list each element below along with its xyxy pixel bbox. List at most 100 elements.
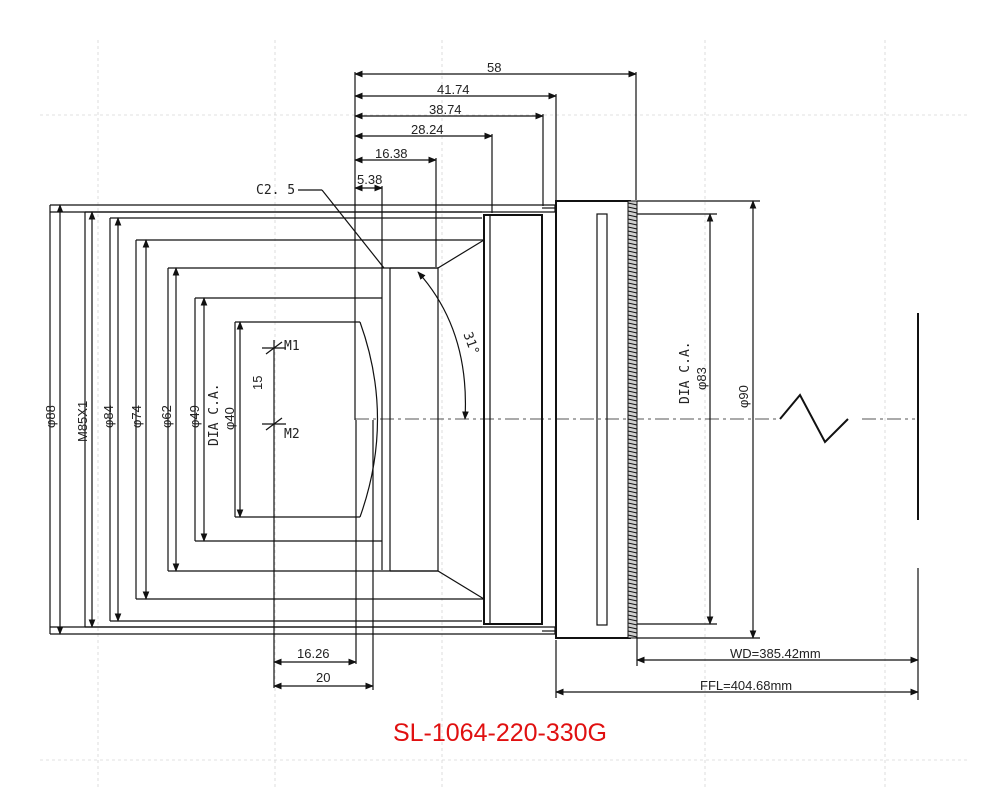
knurl-line: [627, 574, 638, 578]
ffl-dimension: FFL=404.68mm: [700, 678, 792, 693]
model-title: SL-1064-220-330G: [393, 719, 607, 747]
knurl-line: [627, 358, 638, 362]
knurl-line: [627, 502, 638, 506]
angle-arc: [417, 271, 469, 420]
background-grid: [40, 40, 970, 790]
knurl-line: [627, 266, 638, 270]
knurl-line: [627, 602, 638, 606]
knurl-line: [627, 334, 638, 338]
mirror-markers: M1 M2 15: [250, 339, 300, 688]
knurl-line: [627, 386, 638, 390]
knurl-line: [627, 378, 638, 382]
dia-90: φ90: [736, 385, 751, 408]
knurl-line: [627, 210, 638, 214]
exit-ca-line1: DIA C.A.: [678, 341, 693, 404]
knurl-line: [627, 618, 638, 622]
entrance-ca-line2: φ40: [222, 407, 237, 430]
knurl-line: [627, 430, 638, 434]
knurl-line: [627, 418, 638, 422]
knurl-line: [627, 590, 638, 594]
knurl-line: [627, 458, 638, 462]
knurl-line: [627, 290, 638, 294]
knurl-line: [627, 306, 638, 310]
knurl-line: [627, 286, 638, 290]
knurl-line: [627, 250, 638, 254]
knurl-line: [627, 246, 638, 250]
knurl-line: [627, 410, 638, 414]
knurl-line: [627, 542, 638, 546]
knurl-line: [627, 522, 638, 526]
knurl-line: [627, 610, 638, 614]
top-dimensions: 58 41.74 38.74 28.24 16.38 5.38: [354, 60, 637, 420]
knurl-line: [627, 234, 638, 238]
knurl-line: [627, 442, 638, 446]
knurl-line: [627, 230, 638, 234]
dim-16-38: 16.38: [375, 146, 408, 161]
knurl-line: [627, 426, 638, 430]
knurl-ring: [627, 202, 638, 638]
knurl-line: [627, 526, 638, 530]
knurl-line: [627, 470, 638, 474]
wd-dimension: WD=385.42mm: [730, 646, 821, 661]
mirror-m2-label: M2: [284, 427, 300, 442]
mirror-spacing: 15: [250, 376, 265, 390]
knurl-line: [627, 566, 638, 570]
dim-58: 58: [487, 60, 501, 75]
thread-m85: M85X1: [75, 401, 90, 442]
knurl-line: [627, 342, 638, 346]
knurl-line: [627, 298, 638, 302]
knurl-line: [627, 226, 638, 230]
knurl-line: [627, 302, 638, 306]
knurl-line: [627, 274, 638, 278]
knurl-line: [627, 478, 638, 482]
knurl-line: [627, 314, 638, 318]
dia-49: φ49: [187, 405, 202, 428]
knurl-line: [627, 206, 638, 210]
entrance-ca-line1: DIA C.A.: [207, 383, 222, 446]
knurl-line: [627, 490, 638, 494]
knurl-line: [627, 354, 638, 358]
knurl-line: [627, 406, 638, 410]
mirror-m1-label: M1: [284, 339, 300, 354]
knurl-line: [627, 530, 638, 534]
knurl-line: [627, 578, 638, 582]
dim-20: 20: [316, 670, 330, 685]
knurl-line: [627, 514, 638, 518]
break-symbol: [779, 393, 849, 444]
knurl-line: [627, 366, 638, 370]
knurl-line: [627, 586, 638, 590]
knurl-line: [627, 438, 638, 442]
dia-88: φ88: [43, 405, 58, 428]
knurl-line: [627, 486, 638, 490]
chamfer-leader-line: [321, 189, 385, 269]
knurl-line: [627, 330, 638, 334]
knurl-line: [627, 454, 638, 458]
knurl-line: [627, 626, 638, 630]
knurl-line: [627, 402, 638, 406]
knurl-line: [627, 294, 638, 298]
knurl-line: [627, 414, 638, 418]
knurl-line: [627, 550, 638, 554]
knurl-line: [627, 582, 638, 586]
exit-diameters: DIA C.A. φ83 φ90: [637, 200, 760, 639]
angle-label: 31°: [460, 330, 482, 357]
knurl-line: [627, 450, 638, 454]
knurl-line: [627, 554, 638, 558]
left-diameters: φ88 M85X1 φ84 φ74 φ62 φ49 DIA C.A. φ40: [43, 204, 244, 635]
knurl-line: [627, 282, 638, 286]
knurl-line: [627, 374, 638, 378]
knurl-line: [627, 446, 638, 450]
knurl-line: [627, 494, 638, 498]
knurl-line: [627, 622, 638, 626]
knurl-line: [627, 346, 638, 350]
dia-84: φ84: [101, 405, 116, 428]
knurl-line: [627, 614, 638, 618]
knurl-line: [627, 506, 638, 510]
knurl-line: [627, 510, 638, 514]
knurl-line: [627, 318, 638, 322]
knurl-line: [627, 362, 638, 366]
knurl-line: [627, 326, 638, 330]
dim-38-74: 38.74: [429, 102, 462, 117]
knurl-line: [627, 394, 638, 398]
